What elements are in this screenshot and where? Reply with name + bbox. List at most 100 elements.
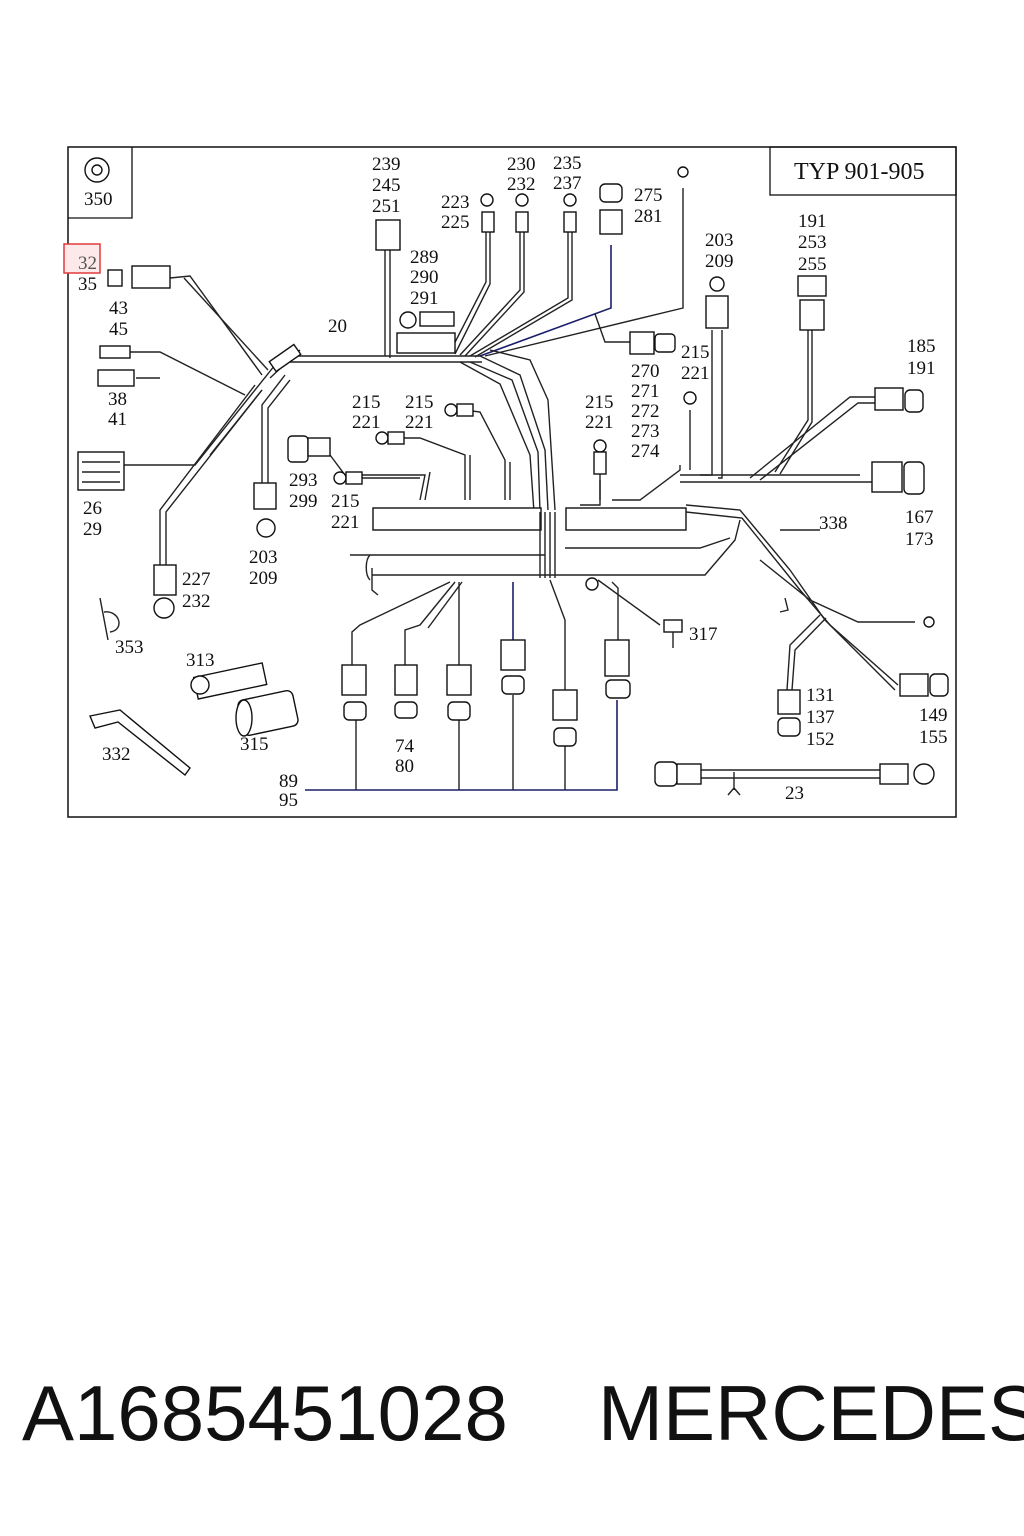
callout-271: 271 <box>631 381 660 402</box>
sensor-313-icon <box>190 662 268 700</box>
callout-239: 239 <box>372 154 401 175</box>
callout-230: 230 <box>507 154 536 175</box>
ring-terminal-icon <box>677 166 689 178</box>
connector-167-icon <box>871 461 903 493</box>
callout-26: 26 <box>83 498 102 519</box>
callout-149: 149 <box>919 705 948 726</box>
callout-95: 95 <box>279 790 298 811</box>
callout-255: 255 <box>798 254 827 275</box>
sensor-lower-3-icon <box>446 664 472 721</box>
connector-239-icon <box>375 219 401 251</box>
callout-223: 223 <box>441 192 470 213</box>
callout-332: 332 <box>102 744 131 765</box>
callout-237: 237 <box>553 173 582 194</box>
callout-215-b: 215 <box>405 392 434 413</box>
callout-167: 167 <box>905 507 934 528</box>
diagram-frame <box>67 146 957 818</box>
callout-291: 291 <box>410 288 439 309</box>
connector-parts <box>77 157 949 787</box>
callout-235: 235 <box>553 153 582 174</box>
callout-299: 299 <box>289 491 318 512</box>
callout-43: 43 <box>109 298 128 319</box>
connector-191-icon <box>797 275 827 297</box>
callout-215-e: 215 <box>331 491 360 512</box>
caption: A1685451028 MERCEDES <box>0 1368 1024 1468</box>
connector-203-left-icon <box>253 482 277 510</box>
callout-137: 137 <box>806 707 835 728</box>
connector-149-icon <box>899 673 949 697</box>
callout-45: 45 <box>109 319 128 340</box>
connector-293-icon <box>287 435 309 463</box>
callout-41: 41 <box>108 409 127 430</box>
callout-labels: 350 32 35 43 45 38 41 26 29 227 232 353 … <box>78 153 948 811</box>
callout-225: 225 <box>441 212 470 233</box>
callout-215-d: 215 <box>681 342 710 363</box>
inset-box-350 <box>68 147 133 219</box>
connector-275-icon <box>599 183 623 203</box>
sensor-215-a-icon <box>375 431 389 445</box>
callout-155: 155 <box>919 727 948 748</box>
callout-221-b: 221 <box>405 412 434 433</box>
callout-74: 74 <box>395 736 415 757</box>
connector-32-icon <box>131 265 171 289</box>
wiring-harness-diagram: TYP 901-905 <box>63 146 957 818</box>
callout-251: 251 <box>372 196 401 217</box>
screw-317-icon <box>585 577 683 648</box>
callout-338: 338 <box>819 513 848 534</box>
connector-230-icon <box>515 193 529 207</box>
sensor-74-icon <box>394 664 418 719</box>
callout-152: 152 <box>806 729 835 750</box>
callout-209-left: 209 <box>249 568 278 589</box>
callout-289: 289 <box>410 247 439 268</box>
callout-353: 353 <box>115 637 144 658</box>
callout-221-c: 221 <box>585 412 614 433</box>
callout-315: 315 <box>240 734 269 755</box>
connector-227-icon <box>153 564 177 596</box>
callout-270: 270 <box>631 361 660 382</box>
callout-203-top: 203 <box>705 230 734 251</box>
connector-43-icon <box>99 345 131 359</box>
cable-23-icon <box>654 761 935 787</box>
callout-232-top: 232 <box>507 174 536 195</box>
type-label-box <box>769 146 957 196</box>
callout-245: 245 <box>372 175 401 196</box>
callout-29: 29 <box>83 519 102 540</box>
callout-20: 20 <box>328 316 347 337</box>
wire-harness <box>122 188 915 796</box>
callout-173: 173 <box>905 529 934 550</box>
callout-227: 227 <box>182 569 211 590</box>
sensor-lower-6-icon <box>604 639 631 699</box>
callout-221-e: 221 <box>331 512 360 533</box>
callout-317: 317 <box>689 624 718 645</box>
sensor-215-b-icon <box>444 403 458 417</box>
callout-32: 32 <box>78 253 97 274</box>
sensor-215-d-icon <box>593 439 607 453</box>
cable-tie-332-icon <box>89 709 191 777</box>
callout-89: 89 <box>279 771 298 792</box>
connector-131-icon <box>777 689 801 737</box>
callout-209-top: 209 <box>705 251 734 272</box>
callout-221-d: 221 <box>681 363 710 384</box>
callout-313: 313 <box>186 650 215 671</box>
callout-38: 38 <box>108 389 127 410</box>
sensor-lower-5-icon <box>552 689 578 747</box>
callout-203-left: 203 <box>249 547 278 568</box>
callout-185: 185 <box>907 336 936 357</box>
sensor-315-icon <box>235 689 299 737</box>
sensor-215-c-icon <box>333 471 347 485</box>
callout-215-c: 215 <box>585 392 614 413</box>
connector-38-icon <box>97 369 135 387</box>
callout-80: 80 <box>395 756 414 777</box>
callout-35: 35 <box>78 274 97 295</box>
callout-350: 350 <box>84 189 113 210</box>
part-number: A1685451028 <box>22 1369 508 1457</box>
connector-270-icon <box>629 331 655 355</box>
connector-185-icon <box>874 387 904 411</box>
callout-191-right: 191 <box>907 358 936 379</box>
callout-232: 232 <box>182 591 211 612</box>
connector-223-icon <box>480 193 494 207</box>
callout-293: 293 <box>289 470 318 491</box>
connector-235-icon <box>563 193 577 207</box>
callout-290: 290 <box>410 267 439 288</box>
sensor-lower-1-icon <box>341 664 367 721</box>
